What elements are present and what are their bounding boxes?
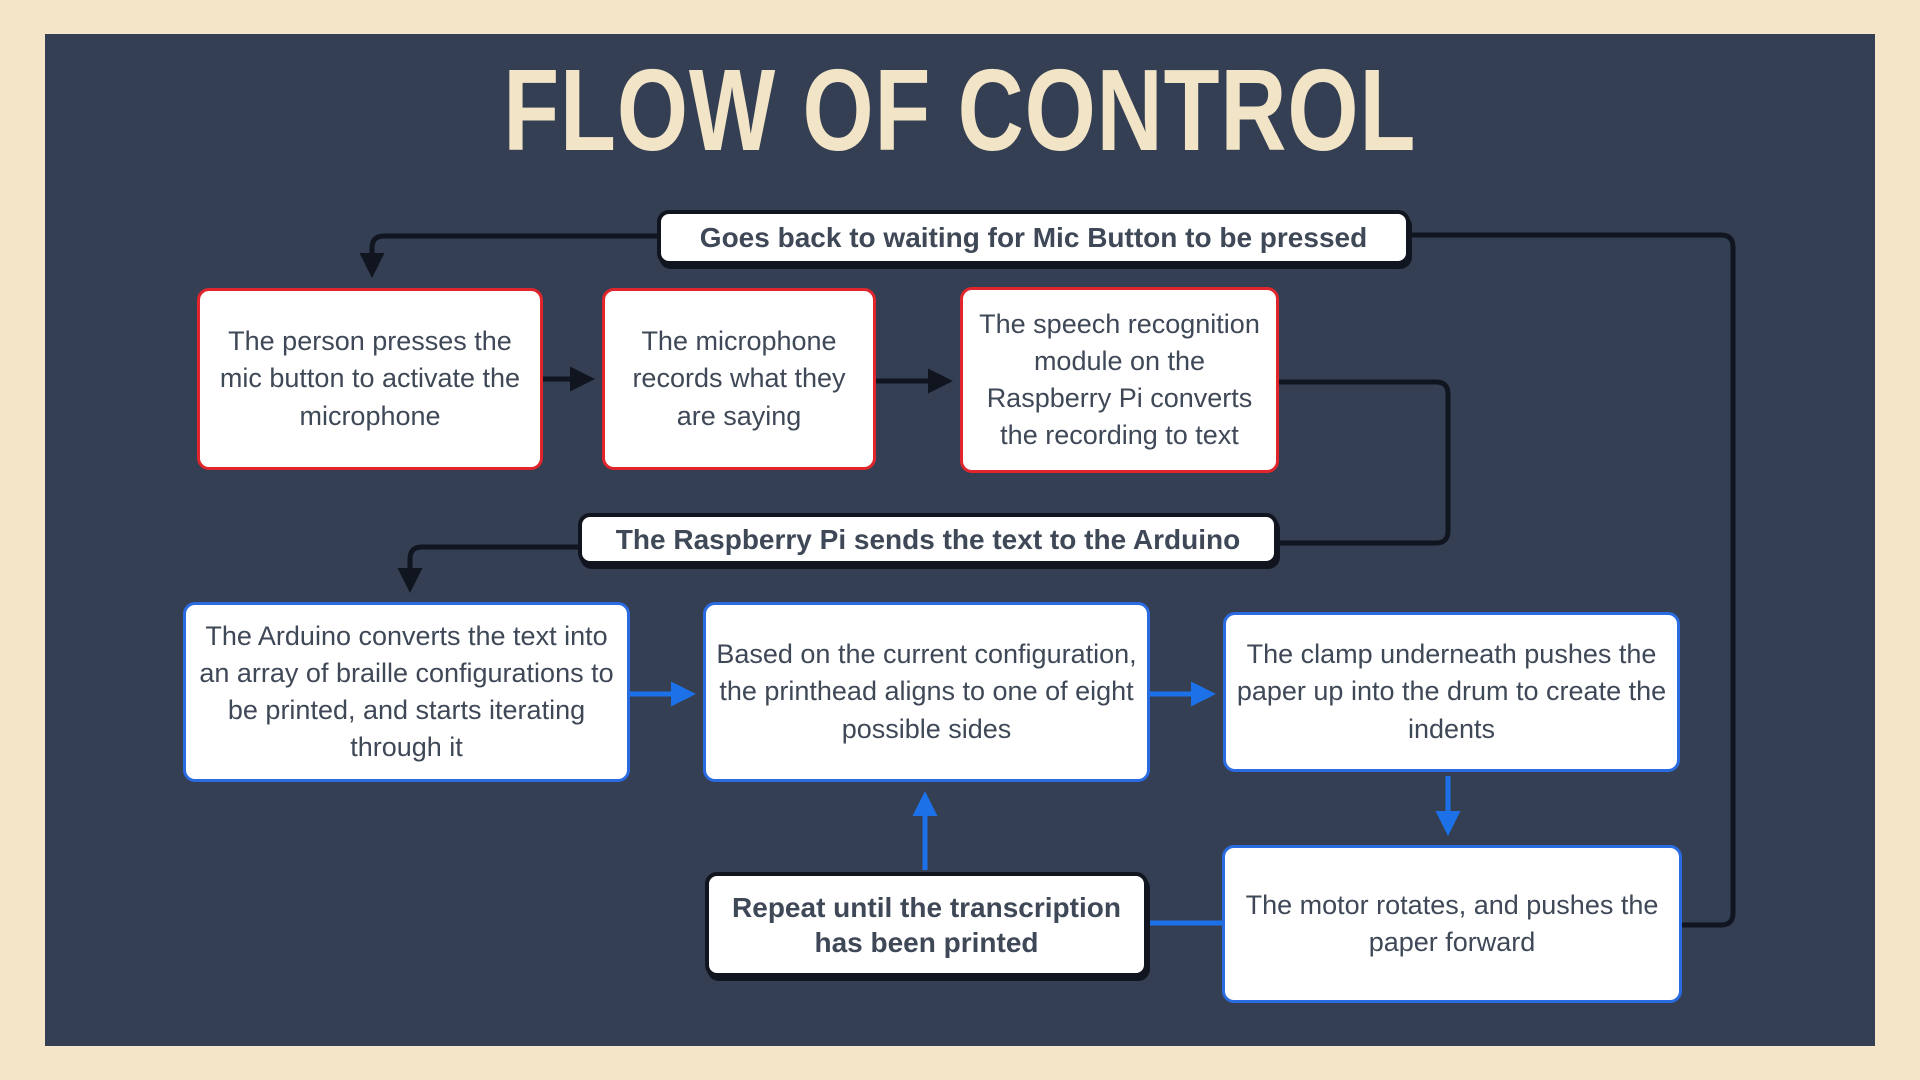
banner-pi-to-arduino: The Raspberry Pi sends the text to the A… <box>578 513 1278 565</box>
page-title: FLOW OF CONTROL <box>503 45 1417 176</box>
step-speech-recognition: The speech recognition module on the Ras… <box>960 287 1279 473</box>
banner-loop-back: Goes back to waiting for Mic Button to b… <box>657 210 1410 265</box>
step-microphone-records: The microphone records what they are say… <box>602 288 876 470</box>
step-arduino-converts: The Arduino converts the text into an ar… <box>183 602 630 782</box>
step-clamp-pushes-paper: The clamp underneath pushes the paper up… <box>1223 612 1680 772</box>
step-printhead-aligns: Based on the current configuration, the … <box>703 602 1150 782</box>
step-motor-rotates: The motor rotates, and pushes the paper … <box>1222 845 1682 1003</box>
step-press-mic-button: The person presses the mic button to act… <box>197 288 543 470</box>
banner-repeat-until-printed: Repeat until the transcription has been … <box>705 872 1148 977</box>
